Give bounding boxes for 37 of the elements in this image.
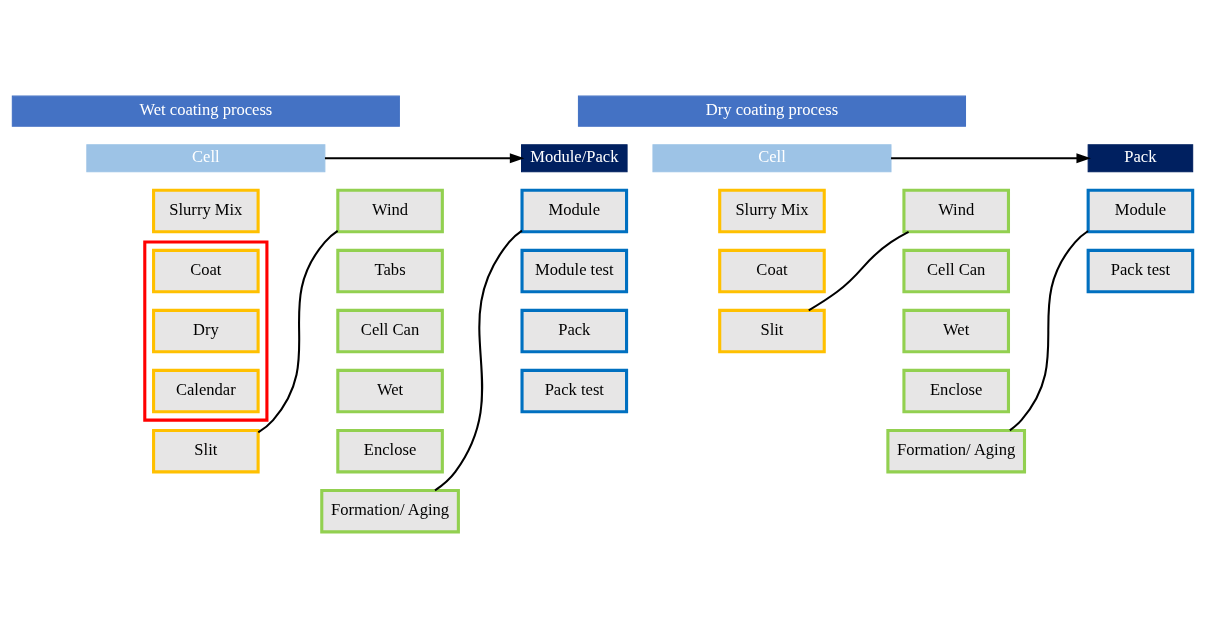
node-box: Cell Can xyxy=(902,248,1010,294)
node-box: Pack test xyxy=(1086,248,1195,294)
node-box: Dry xyxy=(152,308,260,354)
connector xyxy=(1009,230,1089,432)
node-box: Module xyxy=(1086,188,1195,234)
node-box: Dry coating process xyxy=(577,95,967,127)
connector xyxy=(257,230,339,434)
node-box: Pack xyxy=(1087,144,1194,173)
node-box: Wind xyxy=(902,188,1010,234)
connector xyxy=(808,230,910,312)
node-box: Tabs xyxy=(336,248,444,294)
cluster xyxy=(143,240,269,422)
arrow xyxy=(891,153,1091,164)
node-box: Coat xyxy=(718,248,826,294)
node-box: Enclose xyxy=(336,428,444,474)
node-box: Cell xyxy=(652,144,892,173)
node-box: Module xyxy=(520,188,629,234)
node-box: Slit xyxy=(152,428,260,474)
node-box: Cell Can xyxy=(336,308,444,354)
node-box: Wind xyxy=(336,188,444,234)
node-box: Wet xyxy=(902,308,1010,354)
node-box: Module test xyxy=(520,248,629,294)
node-box: Formation/ Aging xyxy=(886,428,1027,474)
node-box: Module/Pack xyxy=(521,144,628,173)
node-box: Slit xyxy=(718,308,826,354)
arrow xyxy=(324,153,525,164)
node-box: Enclose xyxy=(902,368,1010,414)
node-box: Pack test xyxy=(520,368,629,414)
node-box: Pack xyxy=(520,308,629,354)
node-box: Coat xyxy=(152,248,260,294)
node-box: Wet coating process xyxy=(11,95,400,127)
node-box: Cell xyxy=(86,144,326,173)
node-box: Slurry Mix xyxy=(718,188,826,234)
node-box: Wet xyxy=(336,368,444,414)
node-box: Calendar xyxy=(152,368,260,414)
node-box: Slurry Mix xyxy=(152,188,260,234)
node-box: Formation/ Aging xyxy=(320,488,460,534)
